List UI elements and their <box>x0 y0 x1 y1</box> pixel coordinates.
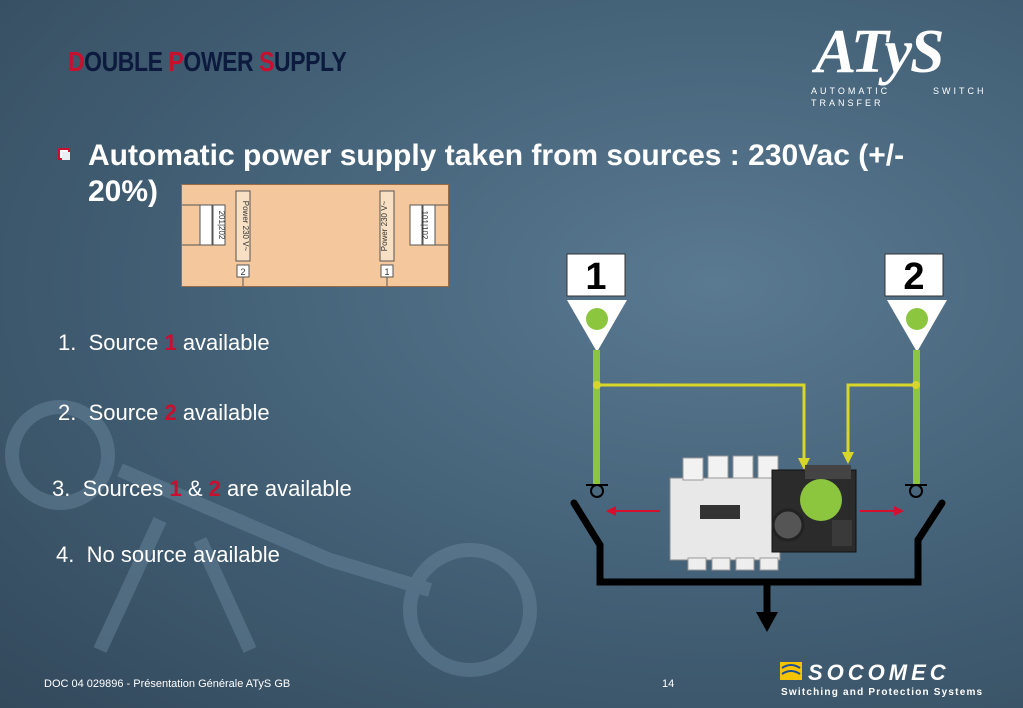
list-item-source-2: 2. Source 2 available <box>58 400 270 425</box>
svg-text:Power 230 V~: Power 230 V~ <box>380 200 389 251</box>
svg-text:Power 230 V~: Power 230 V~ <box>241 201 250 252</box>
list-item-source-1: 1. Source 1 available <box>58 330 270 355</box>
bullet-checkbox-icon <box>58 148 70 160</box>
svg-text:201|202: 201|202 <box>217 211 226 240</box>
svg-text:2: 2 <box>240 267 245 277</box>
svg-text:2: 2 <box>903 256 924 298</box>
source-2-led <box>906 308 928 330</box>
switch-diagram: 1 2 <box>566 253 947 632</box>
svg-text:1: 1 <box>384 267 389 277</box>
atys-logo: ATyS AUTOMATIC SWITCH TRANSFER <box>811 18 987 108</box>
socomec-tagline: Switching and Protection Systems <box>781 687 984 698</box>
footer-document-id: DOC 04 029896 - Présentation Générale AT… <box>44 678 291 690</box>
svg-text:ATyS: ATyS <box>811 18 943 86</box>
source-1-led <box>586 308 608 330</box>
list-item-no-source: 4. No source available <box>56 542 280 567</box>
source-1-box <box>566 253 626 297</box>
bullet-text: Automatic power supply taken from source… <box>88 139 905 208</box>
svg-text:TRANSFER: TRANSFER <box>811 98 884 108</box>
svg-text:SWITCH: SWITCH <box>933 86 987 96</box>
svg-text:1: 1 <box>585 256 606 298</box>
svg-text:101|102: 101|102 <box>420 211 429 240</box>
svg-text:SOCOMEC: SOCOMEC <box>808 660 950 685</box>
svg-text:AUTOMATIC: AUTOMATIC <box>811 86 890 96</box>
atys-switch-device <box>669 455 857 571</box>
list-item-both-sources: 3. Sources 1 & 2 are available <box>52 476 352 501</box>
source-2-box <box>884 253 944 297</box>
terminal-block-diagram: 201|202 101|102 Power 230 V~ Power 230 V… <box>181 184 449 287</box>
page-title: DOUBLE POWER SUPPLY <box>68 46 347 77</box>
footer-page-number: 14 <box>662 678 675 690</box>
socomec-logo: SOCOMEC <box>780 660 950 685</box>
